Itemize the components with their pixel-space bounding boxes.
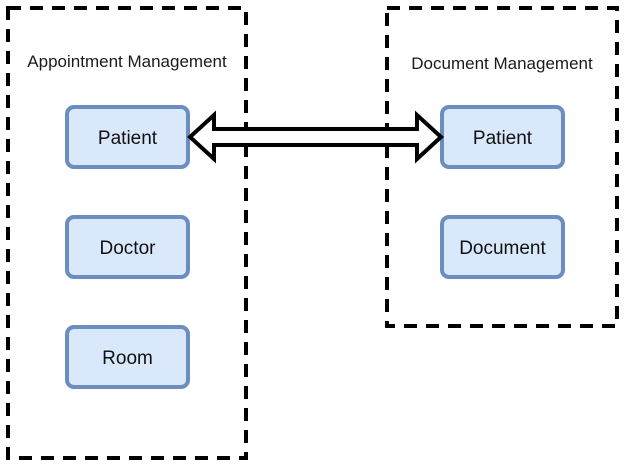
entity-label: Patient <box>473 128 533 149</box>
entity-label: Patient <box>98 128 158 149</box>
entity-patient[interactable]: Patient <box>65 105 190 169</box>
context-title: Document Management <box>411 54 593 73</box>
bidirectional-arrow[interactable] <box>187 110 444 164</box>
context-appointment-management: Appointment Management Patient Doctor Ro… <box>6 6 248 460</box>
context-boundary <box>6 6 248 460</box>
entity-document[interactable]: Document <box>440 215 565 279</box>
context-title: Appointment Management <box>27 52 227 71</box>
entity-box[interactable] <box>65 325 190 389</box>
entity-label: Doctor <box>100 238 157 259</box>
entity-label: Document <box>459 238 546 259</box>
entity-box[interactable] <box>65 215 190 279</box>
entity-room[interactable]: Room <box>65 325 190 389</box>
context-document-management: Document Management Patient Document <box>385 6 619 328</box>
entity-box[interactable] <box>440 215 565 279</box>
entity-label: Room <box>102 348 153 369</box>
context-boundary <box>385 6 619 328</box>
entity-patient[interactable]: Patient <box>440 105 565 169</box>
entity-doctor[interactable]: Doctor <box>65 215 190 279</box>
